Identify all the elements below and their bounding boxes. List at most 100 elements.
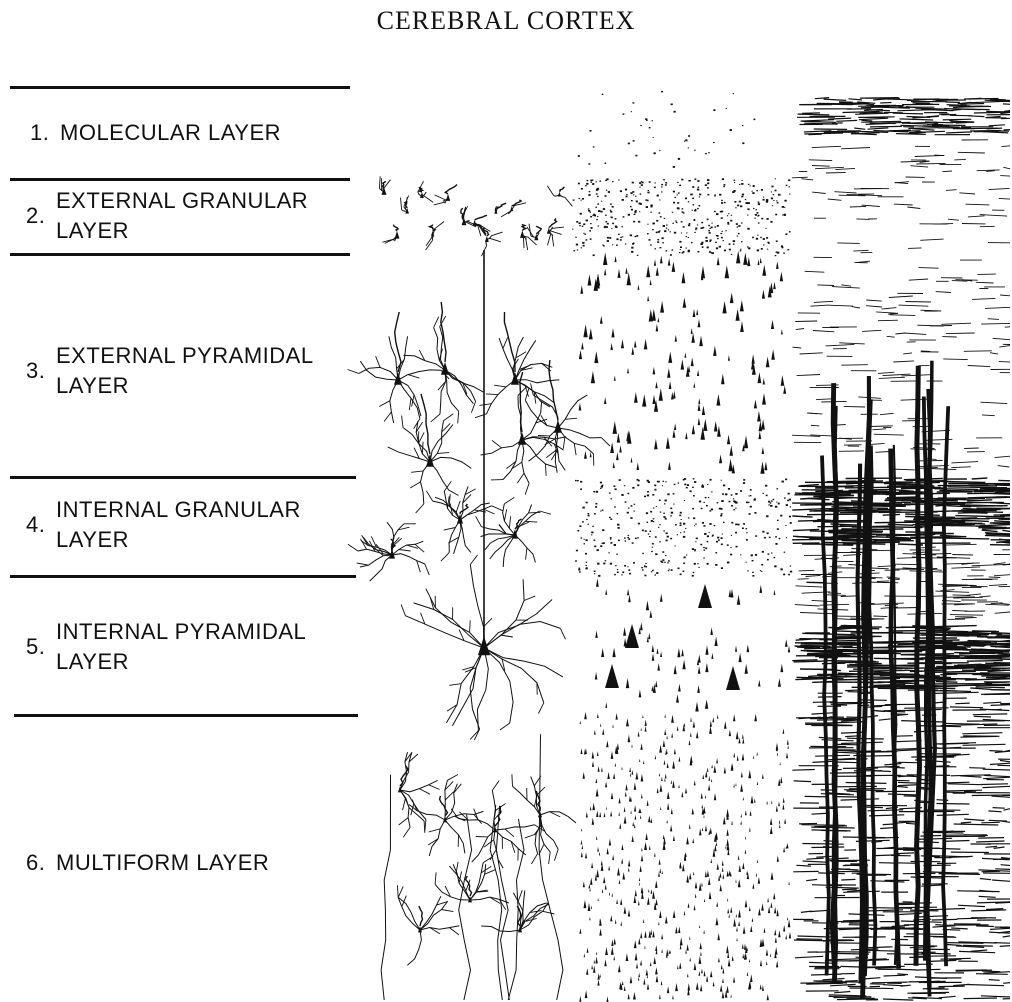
cell-body xyxy=(755,214,757,216)
cell-body xyxy=(645,530,647,532)
cell-body xyxy=(598,226,599,227)
cell-body xyxy=(705,153,707,154)
cell-body xyxy=(773,499,775,500)
cell-body xyxy=(628,595,631,603)
cell-body xyxy=(782,215,783,216)
cell-body xyxy=(754,512,756,514)
cell-body xyxy=(719,246,721,248)
cell-body xyxy=(694,905,696,910)
cell-body xyxy=(606,221,608,222)
cell-body xyxy=(636,772,639,780)
fibre xyxy=(939,986,965,987)
cell-body xyxy=(785,525,786,526)
cell-body xyxy=(692,186,694,188)
cell-body xyxy=(587,180,589,181)
fibre xyxy=(893,361,914,362)
cell-body xyxy=(611,751,614,759)
cell-body xyxy=(648,815,650,822)
cell-body xyxy=(610,539,611,540)
cell-body xyxy=(591,371,595,383)
cell-body xyxy=(691,242,693,243)
cell-body xyxy=(738,524,740,526)
cell-body xyxy=(653,684,656,693)
cell-body xyxy=(649,181,651,183)
fibre xyxy=(792,177,808,178)
cell-body xyxy=(705,237,707,239)
cell-body xyxy=(717,426,721,437)
cell-body xyxy=(703,419,707,431)
cell-body xyxy=(783,574,785,576)
cell-body xyxy=(722,493,724,495)
fibre xyxy=(874,672,892,673)
cell-body xyxy=(635,236,637,237)
cell-body xyxy=(705,663,708,672)
cell-body xyxy=(628,569,630,571)
cell-body xyxy=(764,462,767,471)
fibre xyxy=(907,613,942,614)
fibre xyxy=(849,99,862,100)
cell-body xyxy=(770,221,772,223)
cell-body xyxy=(698,398,700,404)
cell-body xyxy=(602,529,604,531)
cell-body xyxy=(660,301,664,313)
fibre xyxy=(811,425,820,426)
cell-body xyxy=(608,191,610,193)
cell-body xyxy=(575,480,577,481)
cell-body xyxy=(644,496,646,498)
cell-body xyxy=(661,777,663,782)
cell-body xyxy=(639,182,641,184)
cell-body xyxy=(595,207,597,208)
cell-body xyxy=(675,545,676,546)
fibre xyxy=(986,909,1003,910)
cell-body xyxy=(597,216,598,217)
cell-body xyxy=(642,715,643,718)
cell-body xyxy=(693,517,695,519)
cell-body xyxy=(668,462,671,470)
fibre xyxy=(999,361,1010,362)
cell-body xyxy=(694,549,696,550)
cell-body xyxy=(628,143,630,145)
fibre xyxy=(959,193,975,194)
cell-body xyxy=(659,994,661,999)
cell-body xyxy=(711,223,712,224)
cell-body xyxy=(740,321,744,332)
fibre xyxy=(980,879,991,880)
cell-body xyxy=(752,192,754,194)
cell-body xyxy=(775,506,777,508)
cell-body xyxy=(717,863,719,870)
cell-body xyxy=(623,113,625,114)
cell-body xyxy=(699,196,700,197)
cell-body xyxy=(590,130,592,132)
fibre xyxy=(943,171,952,172)
cell-body xyxy=(672,780,675,788)
cell-body xyxy=(721,964,723,969)
fibre xyxy=(1003,167,1010,169)
fibre xyxy=(895,490,914,492)
cell-body xyxy=(724,202,726,203)
cell-body xyxy=(767,532,769,534)
cell-body xyxy=(636,963,638,969)
cell-body xyxy=(707,183,709,185)
fibre xyxy=(815,167,844,168)
cell-body xyxy=(708,497,709,498)
cell-body xyxy=(579,225,581,226)
cell-body xyxy=(721,537,723,539)
cell-body xyxy=(655,382,657,389)
cell-body xyxy=(635,953,638,961)
cell-body xyxy=(626,194,628,195)
cell-body xyxy=(589,328,593,339)
cell-body xyxy=(585,568,587,570)
cell-body xyxy=(729,243,731,245)
cell-body xyxy=(667,803,669,810)
cell-body xyxy=(664,729,666,735)
cell-body xyxy=(651,520,653,522)
cell-body xyxy=(659,212,661,213)
cell-body xyxy=(597,751,599,756)
cell-body xyxy=(747,948,748,951)
cell-body xyxy=(774,565,776,567)
cell-body xyxy=(649,127,651,128)
cell-body xyxy=(694,150,695,151)
cell-body xyxy=(776,961,778,968)
fibre xyxy=(819,737,842,739)
cell-body xyxy=(745,199,746,200)
